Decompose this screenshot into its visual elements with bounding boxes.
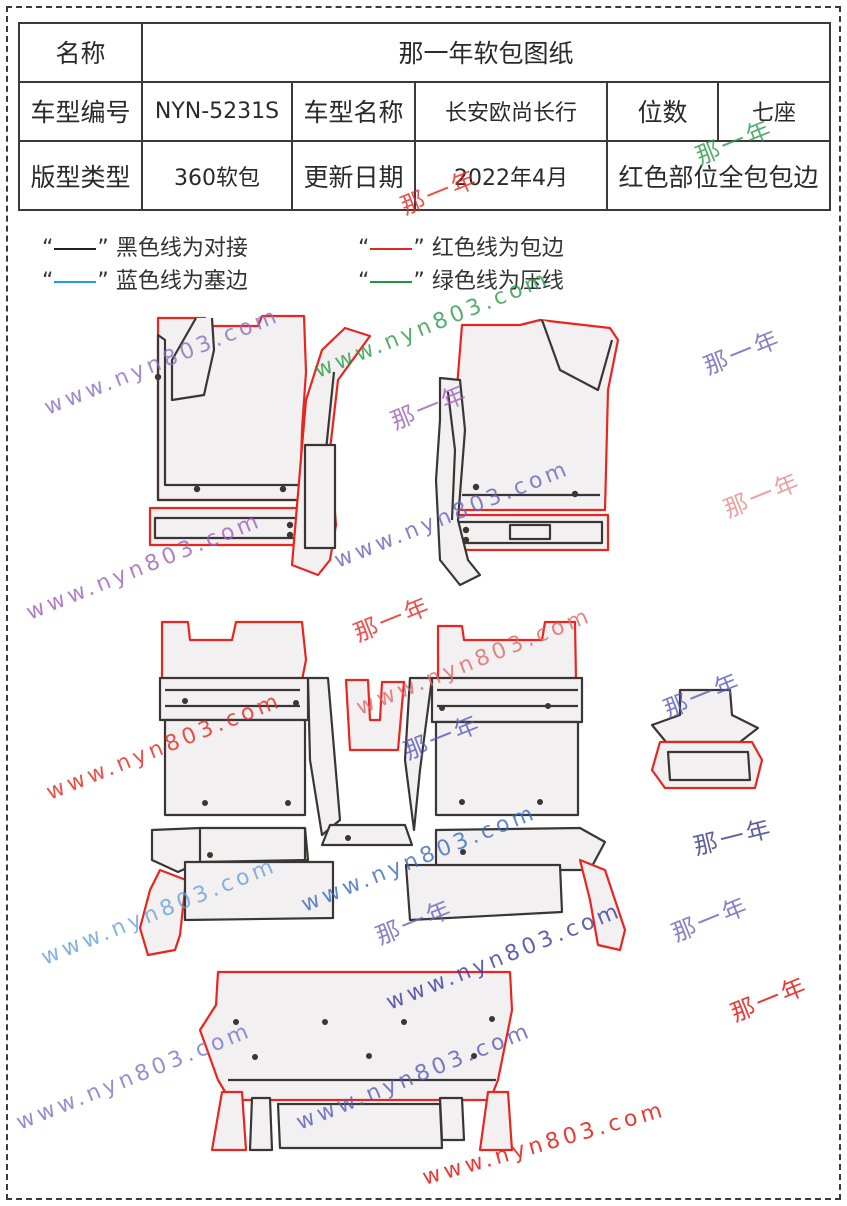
- update-label: 更新日期: [291, 140, 416, 211]
- table-row: 名称 那一年软包图纸: [18, 22, 832, 83]
- page-border: [6, 6, 841, 1200]
- name-value: 那一年软包图纸: [140, 22, 832, 83]
- watermark-brand: 那一年: [668, 891, 754, 947]
- watermark-brand: 那一年: [397, 164, 483, 220]
- table-row: 车型编号 NYN-5231S 车型名称 长安欧尚长行 位数 七座: [18, 80, 832, 143]
- legend-blue-text: 蓝色线为塞边: [115, 269, 248, 294]
- quote-open: “: [42, 236, 54, 261]
- watermark-url: www.nyn803.com: [23, 508, 266, 626]
- watermark-brand: 那一年: [727, 971, 813, 1027]
- model-name-label: 车型名称: [291, 80, 416, 143]
- watermark-brand: 那一年: [692, 114, 778, 170]
- black-line-swatch: [54, 248, 97, 250]
- watermark-brand: 那一年: [350, 591, 436, 647]
- type-value: 360软包: [141, 140, 293, 211]
- seats-label: 位数: [606, 80, 719, 143]
- quote-close: ”: [97, 236, 109, 261]
- legend-green-text: 绿色线为压线: [431, 269, 564, 294]
- second-row-right-footwell: [404, 826, 627, 952]
- quote-open: “: [42, 269, 54, 294]
- front-left-side-panel: [290, 326, 372, 577]
- model-no-label: 车型编号: [18, 80, 143, 143]
- small-console-mat: [650, 688, 764, 790]
- red-line-swatch: [370, 248, 413, 250]
- green-line-swatch: [370, 281, 413, 283]
- blue-line-swatch: [54, 281, 97, 283]
- legend-red-text: 红色线为包边: [431, 236, 564, 261]
- third-row-mat: [198, 970, 514, 1152]
- seats-value: 七座: [716, 80, 832, 143]
- name-label: 名称: [18, 22, 143, 83]
- note-value: 红色部位全包包边: [605, 140, 832, 211]
- quote-close: ”: [413, 269, 425, 294]
- second-row-right-mat: [430, 620, 584, 817]
- watermark-brand: 那一年: [691, 814, 776, 861]
- type-label: 版型类型: [18, 140, 143, 211]
- second-row-center-tunnel: [306, 676, 434, 847]
- second-row-left-mat: [158, 620, 310, 817]
- quote-open: “: [358, 236, 370, 261]
- quote-close: ”: [97, 269, 109, 294]
- model-name-value: 长安欧尚长行: [414, 80, 608, 143]
- quote-open: “: [358, 269, 370, 294]
- quote-close: ”: [413, 236, 425, 261]
- watermark-brand: 那一年: [700, 324, 786, 380]
- model-no-value: NYN-5231S: [141, 80, 293, 143]
- second-row-left-footwell: [138, 826, 335, 957]
- legend-black-text: 黑色线为对接: [115, 236, 248, 261]
- front-right-side-panel: [434, 376, 482, 587]
- legend-red: “ ” 红色线为包边: [358, 230, 564, 262]
- update-value: 2022年4月: [414, 140, 608, 211]
- front-left-mat: [148, 314, 308, 547]
- legend-blue: “ ” 蓝色线为塞边: [42, 263, 248, 295]
- legend-green: “ ” 绿色线为压线: [358, 263, 564, 295]
- table-row: 版型类型 360软包 更新日期 2022年4月 红色部位全包包边: [18, 140, 832, 211]
- watermark-brand: 那一年: [720, 467, 806, 523]
- spec-table: 名称 那一年软包图纸 车型编号 NYN-5231S 车型名称 长安欧尚长行 位数…: [18, 22, 832, 211]
- legend-black: “ ” 黑色线为对接: [42, 230, 248, 262]
